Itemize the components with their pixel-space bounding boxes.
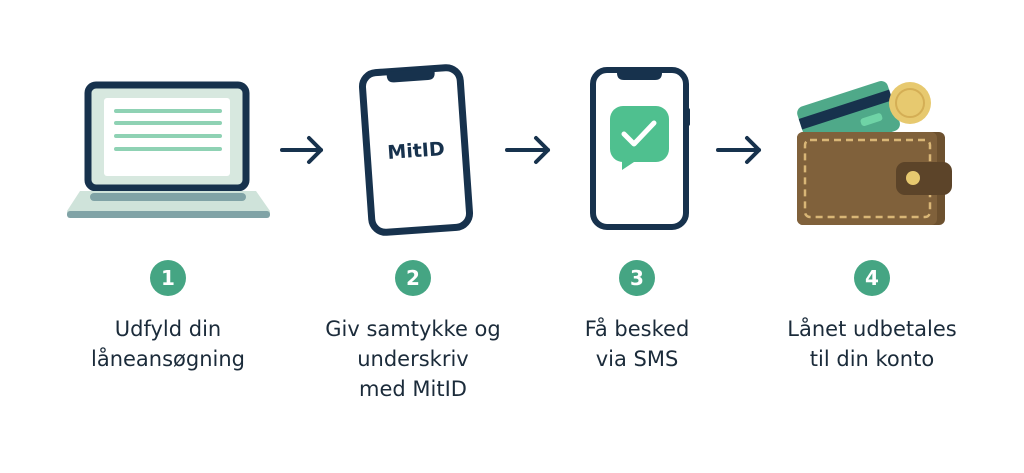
wallet-icon: [797, 81, 952, 225]
label-line: Giv samtykke og: [325, 317, 501, 341]
label-line: via SMS: [595, 347, 679, 371]
label-line: til din konto: [809, 347, 935, 371]
step-label-1: Udfyld din låneansøgning: [48, 314, 288, 374]
mitid-logo-text: MitID: [387, 138, 446, 164]
arrow-right-icon: [505, 136, 550, 164]
label-line: med MitID: [359, 377, 467, 401]
arrow-right-icon: [716, 136, 761, 164]
phone-mitid-icon: MitID: [358, 64, 474, 236]
step-number-4: 4: [854, 260, 890, 296]
arrow-right-icon: [280, 136, 323, 164]
step-number-1: 1: [150, 260, 186, 296]
label-line: Lånet udbetales: [787, 317, 957, 341]
step-number-3: 3: [619, 260, 655, 296]
step-label-3: Få besked via SMS: [517, 314, 757, 374]
step-label-4: Lånet udbetales til din konto: [752, 314, 992, 374]
step-label-2: Giv samtykke og underskriv med MitID: [293, 314, 533, 404]
phone-sms-check-icon: [590, 67, 690, 230]
label-line: Få besked: [584, 317, 690, 341]
laptop-form-icon: [67, 81, 270, 218]
label-line: Udfyld din: [114, 317, 222, 341]
step-number-2: 2: [395, 260, 431, 296]
label-line: underskriv: [357, 347, 469, 371]
label-line: låneansøgning: [90, 347, 245, 371]
